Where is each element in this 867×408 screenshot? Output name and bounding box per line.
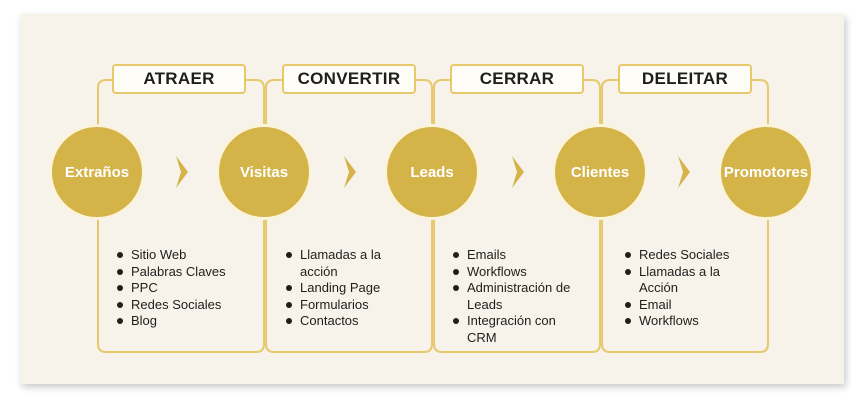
list-cerrar: Emails Workflows Administración de Leads… — [453, 247, 585, 346]
list-item: Administración de Leads — [453, 280, 585, 313]
arrow-right-icon — [344, 156, 356, 188]
node-clientes: Clientes — [552, 124, 648, 220]
list-deleitar: Redes Sociales Llamadas a la Acción Emai… — [625, 247, 741, 330]
list-item: Contactos — [286, 313, 398, 330]
list-item: Sitio Web — [117, 247, 257, 264]
list-item: Llamadas a la acción — [286, 247, 398, 280]
arrow-right-icon — [176, 156, 188, 188]
list-item: Redes Sociales — [625, 247, 741, 264]
list-item: Workflows — [625, 313, 741, 330]
stage-title-convertir: CONVERTIR — [282, 64, 416, 94]
stage-title-atraer: ATRAER — [112, 64, 246, 94]
list-item: Workflows — [453, 264, 585, 281]
list-item: Landing Page — [286, 280, 398, 297]
list-item: PPC — [117, 280, 257, 297]
list-item: Llamadas a la Acción — [625, 264, 741, 297]
list-item: Palabras Claves — [117, 264, 257, 281]
list-convertir: Llamadas a la acción Landing Page Formul… — [286, 247, 398, 330]
arrow-right-icon — [678, 156, 690, 188]
list-item: Blog — [117, 313, 257, 330]
list-item: Emails — [453, 247, 585, 264]
list-item: Integración con CRM — [453, 313, 585, 346]
node-promotores: Promotores — [718, 124, 814, 220]
node-leads: Leads — [384, 124, 480, 220]
stage-title-cerrar: CERRAR — [450, 64, 584, 94]
list-item: Formularios — [286, 297, 398, 314]
node-visitas: Visitas — [216, 124, 312, 220]
list-atraer: Sitio Web Palabras Claves PPC Redes Soci… — [117, 247, 257, 330]
stage-title-deleitar: DELEITAR — [618, 64, 752, 94]
node-extranos: Extraños — [49, 124, 145, 220]
arrow-right-icon — [512, 156, 524, 188]
list-item: Email — [625, 297, 741, 314]
list-item: Redes Sociales — [117, 297, 257, 314]
